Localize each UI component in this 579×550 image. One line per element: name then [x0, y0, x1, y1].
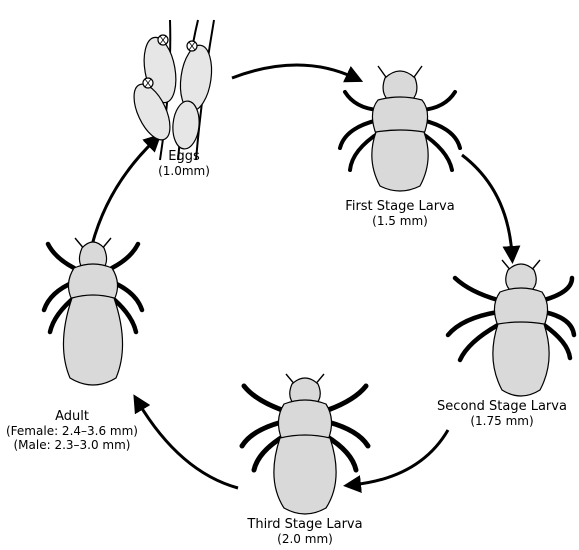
second-stage-larva-icon: [448, 260, 574, 396]
arrow-eggs-to-first: [232, 65, 355, 78]
eggs-size: (1.0mm): [144, 165, 224, 179]
third-stage-larva-icon: [242, 374, 368, 514]
first-stage-larva-icon: [340, 66, 460, 191]
adult-female-size: (Female: 2.4–3.6 mm): [2, 425, 142, 439]
label-adult: Adult (Female: 2.4–3.6 mm) (Male: 2.3–3.…: [2, 410, 142, 453]
second-stage-name: Second Stage Larva: [425, 400, 579, 415]
first-stage-size: (1.5 mm): [330, 215, 470, 229]
adult-louse-icon: [44, 238, 142, 385]
third-stage-size: (2.0 mm): [230, 533, 380, 547]
label-third-stage-larva: Third Stage Larva (2.0 mm): [230, 518, 380, 547]
first-stage-name: First Stage Larva: [330, 200, 470, 215]
arrow-second-to-third: [352, 430, 448, 485]
second-stage-size: (1.75 mm): [425, 415, 579, 429]
label-second-stage-larva: Second Stage Larva (1.75 mm): [425, 400, 579, 429]
label-first-stage-larva: First Stage Larva (1.5 mm): [330, 200, 470, 229]
third-stage-name: Third Stage Larva: [230, 518, 380, 533]
adult-name: Adult: [2, 410, 142, 425]
arrow-third-to-adult: [138, 402, 238, 488]
label-eggs: Eggs (1.0mm): [144, 150, 224, 179]
eggs-icon: [127, 20, 216, 160]
eggs-name: Eggs: [144, 150, 224, 165]
adult-male-size: (Male: 2.3–3.0 mm): [2, 439, 142, 453]
